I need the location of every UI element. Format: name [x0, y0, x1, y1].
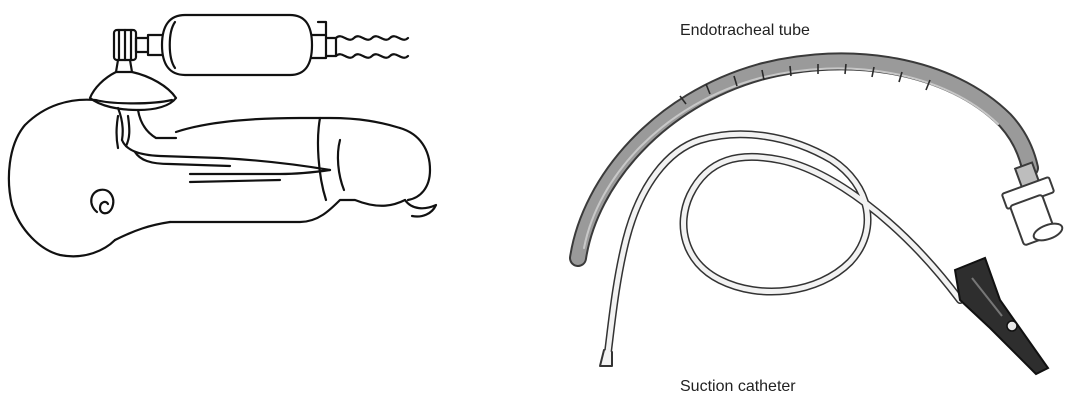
suction-catheter-label: Suction catheter	[680, 378, 796, 396]
endotracheal-tube-label: Endotracheal tube	[680, 22, 810, 40]
